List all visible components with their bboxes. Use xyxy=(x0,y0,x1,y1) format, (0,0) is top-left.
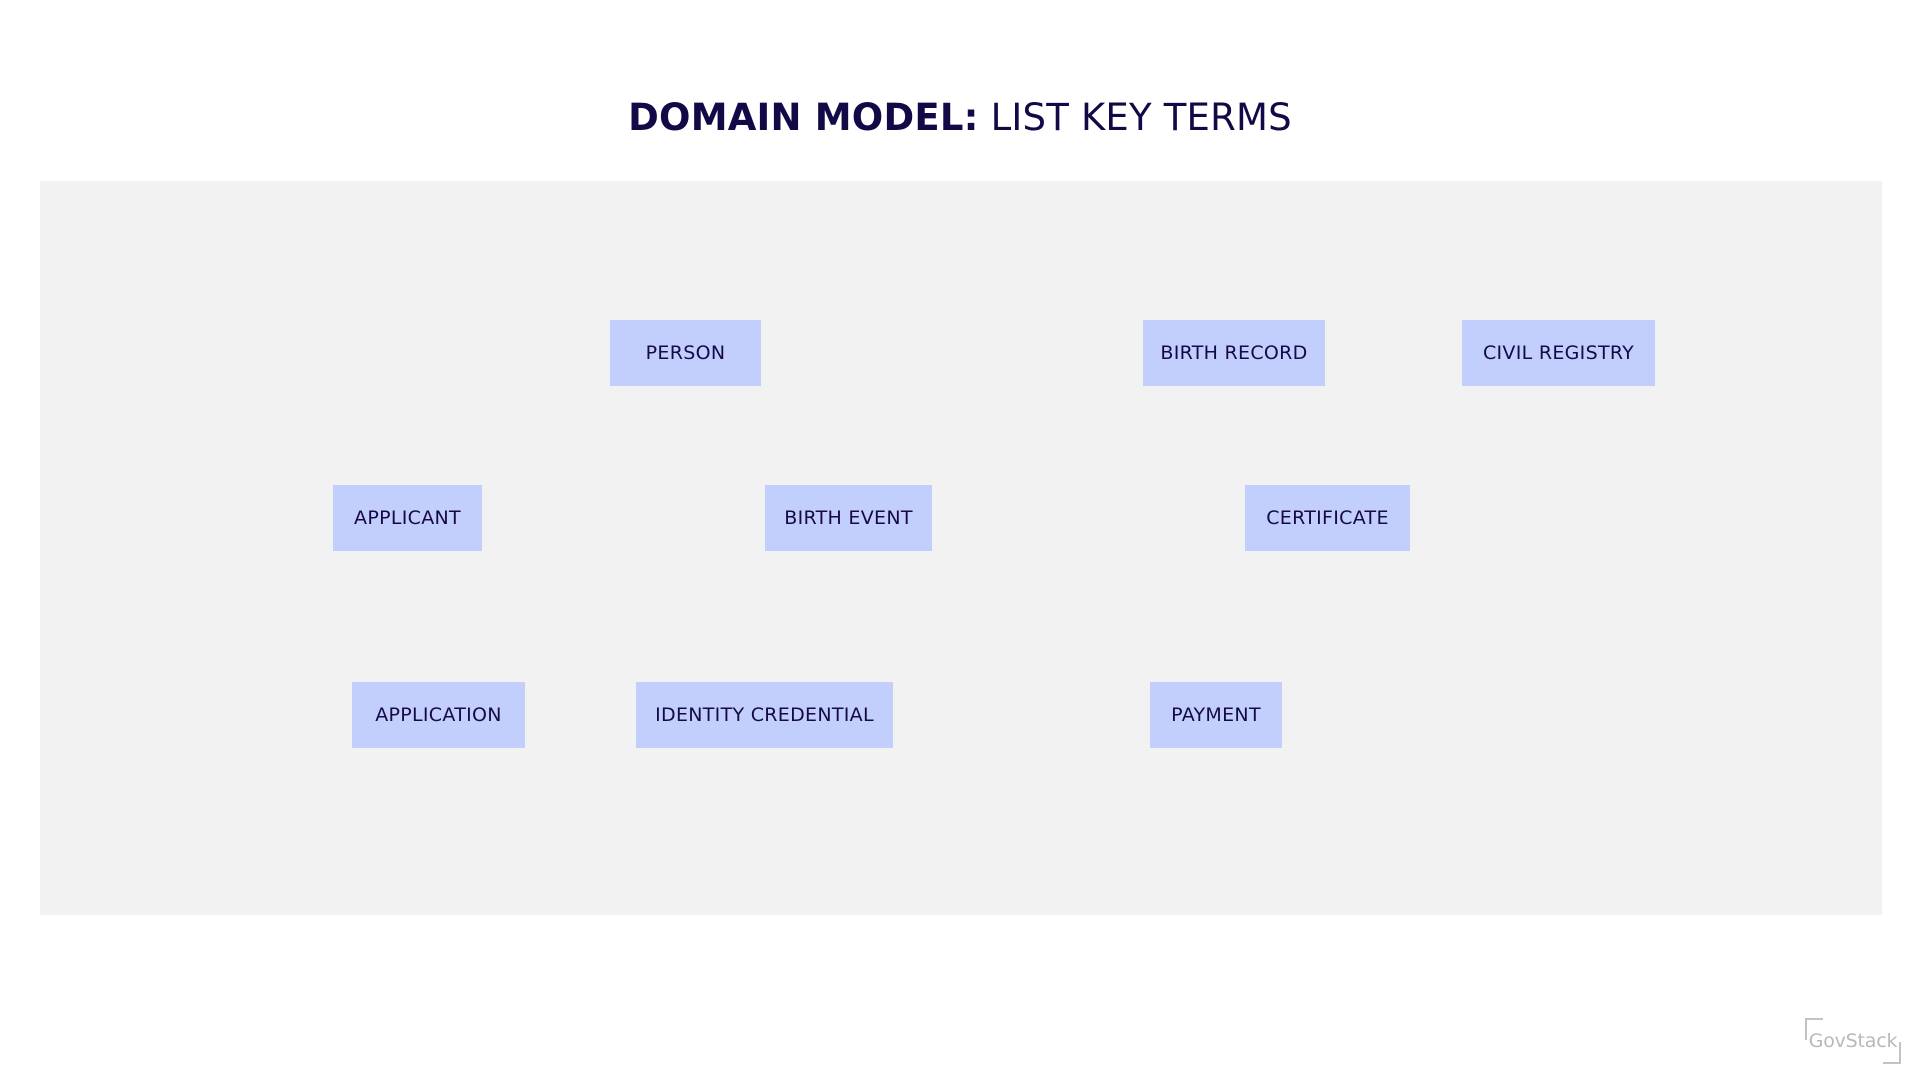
term-box-label: CIVIL REGISTRY xyxy=(1482,342,1635,364)
term-box-label: APPLICANT xyxy=(354,507,461,529)
term-box-label: PAYMENT xyxy=(1171,704,1261,726)
bracket-top-left-icon xyxy=(1805,1018,1823,1040)
term-box-certificate[interactable]: CERTIFICATE xyxy=(1245,485,1410,551)
term-box-identity-credential[interactable]: IDENTITY CREDENTIAL xyxy=(636,682,893,748)
govstack-logo: GovStack xyxy=(1805,1018,1901,1064)
term-box-label: IDENTITY CREDENTIAL xyxy=(655,704,874,726)
term-box-person[interactable]: PERSON xyxy=(610,320,761,386)
term-box-birth-record[interactable]: BIRTH RECORD xyxy=(1143,320,1325,386)
page-title-strong: DOMAIN MODEL: xyxy=(628,96,979,139)
term-box-application[interactable]: APPLICATION xyxy=(352,682,525,748)
page-title-light: LIST KEY TERMS xyxy=(990,96,1292,139)
bracket-bottom-right-icon xyxy=(1883,1042,1901,1064)
govstack-logo-label: GovStack xyxy=(1808,1030,1898,1052)
term-box-applicant[interactable]: APPLICANT xyxy=(333,485,482,551)
term-box-civil-registry[interactable]: CIVIL REGISTRY xyxy=(1462,320,1655,386)
term-box-label: BIRTH RECORD xyxy=(1160,342,1308,364)
term-box-label: APPLICATION xyxy=(375,704,502,726)
term-box-birth-event[interactable]: BIRTH EVENT xyxy=(765,485,932,551)
term-box-payment[interactable]: PAYMENT xyxy=(1150,682,1282,748)
term-box-label: PERSON xyxy=(645,342,726,364)
page-title: DOMAIN MODEL: LIST KEY TERMS xyxy=(0,96,1920,139)
diagram-canvas: PERSON BIRTH RECORD CIVIL REGISTRY APPLICAN… xyxy=(40,181,1882,915)
term-box-label: BIRTH EVENT xyxy=(784,507,913,529)
term-box-label: CERTIFICATE xyxy=(1266,507,1389,529)
